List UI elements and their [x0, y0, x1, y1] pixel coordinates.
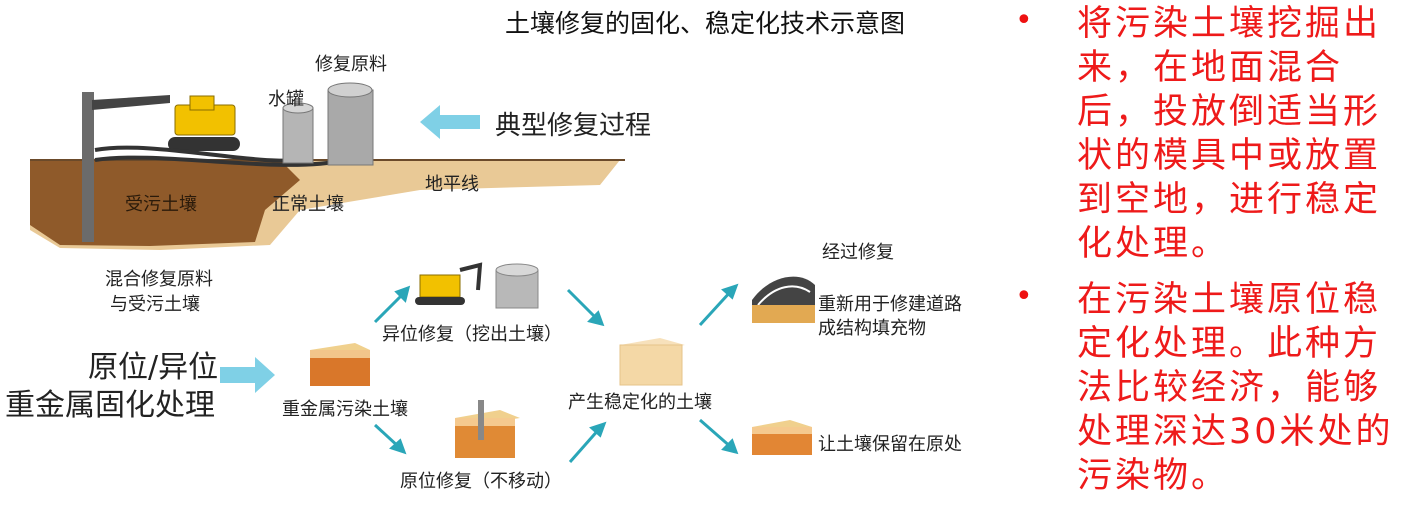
label-materials: 修复原料: [315, 54, 387, 75]
heavy-metal-soil-block-icon: [310, 343, 370, 386]
label-ex-situ: 异位修复（挖出土壤）: [382, 324, 562, 345]
main-input-arrow-icon: [220, 357, 275, 393]
arrow-to-reuse: [698, 288, 734, 327]
pipe-2: [94, 155, 346, 167]
road-icon: [752, 276, 815, 323]
label-main-line2: 重金属固化处理: [5, 388, 215, 423]
diagram-graphics: [30, 82, 815, 463]
label-mix-line1: 混合修复原料: [105, 269, 213, 290]
bullet-dot-icon: •: [1015, 279, 1033, 314]
diagram-panel: 土壤修复的固化、稳定化技术示意图 修复原料 水罐 典型修复过程 地平线 受污土壤…: [5, 9, 962, 492]
label-horizon: 地平线: [425, 174, 479, 195]
arrow-to-leave: [699, 418, 733, 450]
leave-in-place-icon: [752, 420, 812, 455]
materials-tank-icon: [327, 82, 374, 166]
bullet-text: 将污染土壤挖掘出来，在地面混合后，投放倒适当形状的模具中或放置到空地，进行稳定化…: [1077, 4, 1382, 264]
in-situ-icon: [455, 400, 520, 458]
label-heavy-metal-soil: 重金属污染土壤: [282, 399, 408, 420]
excavator-icon: [82, 92, 240, 242]
label-contaminated-soil: 受污土壤: [125, 194, 197, 215]
label-reuse-line1: 重新用于修建道路: [818, 294, 962, 315]
label-leave-in-place: 让土壤保留在原处: [818, 434, 962, 455]
label-mix-line2: 与受污土壤: [110, 294, 200, 315]
label-main-line1: 原位/异位: [88, 350, 219, 385]
ex-situ-icon: [415, 262, 539, 309]
bullet-text: 在污染土壤原位稳定化处理。此种方法比较经济，能够处理深达30米处的污染物。: [1077, 280, 1394, 496]
contaminated-soil-shape: [30, 160, 300, 246]
label-typical-process: 典型修复过程: [495, 111, 652, 141]
stabilized-block-icon: [619, 338, 685, 386]
typical-process-arrow-icon: [420, 105, 480, 139]
label-normal-soil: 正常土壤: [272, 194, 344, 215]
label-reuse-line2: 成结构填充物: [818, 318, 926, 339]
label-after-repair: 经过修复: [822, 242, 894, 263]
pipe-1: [94, 145, 301, 163]
water-tank-icon: [282, 102, 314, 164]
bullet-list: • 将污染土壤挖掘出来，在地面混合后，投放倒适当形状的模具中或放置到空地，进行稳…: [1015, 0, 1414, 505]
label-stabilized-soil: 产生稳定化的土壤: [568, 392, 712, 413]
arrow-ex-to-stable: [566, 288, 600, 322]
diagram-title: 土壤修复的固化、稳定化技术示意图: [505, 9, 906, 38]
label-in-situ: 原位修复（不移动）: [400, 471, 562, 492]
arrow-in-to-stable: [568, 427, 602, 463]
bullet-dot-icon: •: [1015, 3, 1033, 38]
label-water-tank: 水罐: [268, 89, 304, 110]
